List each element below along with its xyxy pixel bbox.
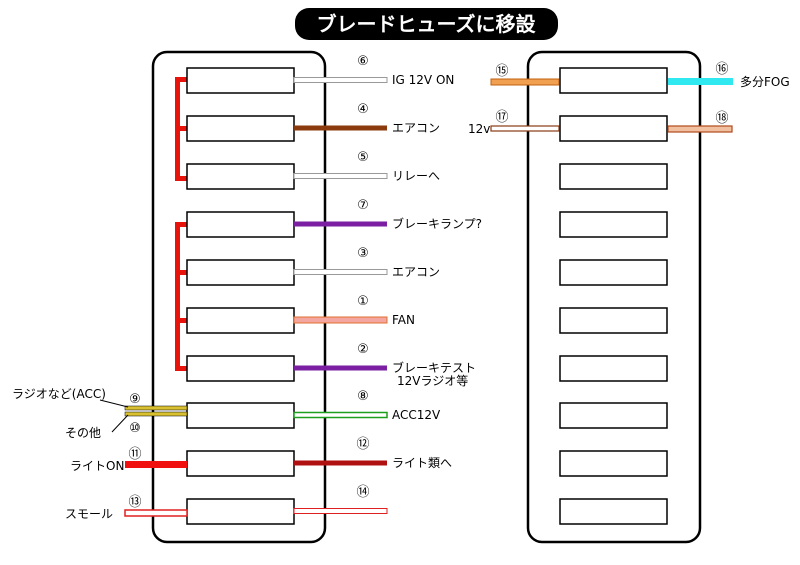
- light-on-label: ライトON: [70, 459, 124, 473]
- fuse-slot: [559, 402, 668, 429]
- fuse-number: ⑧: [357, 389, 369, 404]
- other-label: その他: [65, 426, 101, 440]
- fuse-wire: [294, 221, 387, 227]
- wire-17-number: ⑰: [495, 110, 508, 125]
- fuse-slot: [186, 163, 295, 190]
- fuse-number: ④: [357, 102, 369, 117]
- fuse-slot: [559, 163, 668, 190]
- fuse-slot: [559, 307, 668, 334]
- wire-18: [667, 125, 733, 133]
- fuse-wire: [294, 365, 387, 371]
- fuse-label-secondary: 12Vラジオ等: [397, 374, 468, 388]
- fuse-slot: [186, 498, 295, 525]
- fuse-wire: [293, 269, 388, 275]
- wire-15: [490, 78, 560, 86]
- fuse-wire: [293, 508, 388, 514]
- fuse-slot: [186, 115, 295, 142]
- light-on-number: ⑪: [128, 447, 141, 462]
- fuse-number: ⑥: [357, 54, 369, 69]
- fuse-slot: [559, 67, 668, 94]
- fuse-label: FAN: [392, 313, 415, 327]
- fuse-slot: [186, 402, 295, 429]
- fuse-slot: [559, 355, 668, 382]
- fuse-label: ブレーキランプ?: [392, 216, 482, 231]
- wire-16-label: 多分FOG: [740, 75, 790, 89]
- fuse-label: リレーへ: [392, 169, 440, 183]
- fuse-label: ブレーキテスト: [392, 360, 476, 375]
- fuse-slot: [186, 450, 295, 477]
- fuse-slot: [186, 67, 295, 94]
- fuse-slot: [559, 498, 668, 525]
- fuse-number: ⑦: [357, 198, 369, 213]
- fuse-slot: [186, 211, 295, 238]
- light-on-wire: [125, 461, 187, 468]
- red-bus-upper: [175, 77, 187, 181]
- fuse-slot: [186, 355, 295, 382]
- fuse-number: ⑭: [356, 485, 369, 500]
- acc-input-wires: [99, 399, 188, 433]
- fuse-slot: [559, 259, 668, 286]
- radio-acc-label: ラジオなど(ACC): [12, 387, 106, 401]
- wire-18-number: ⑱: [715, 111, 728, 126]
- fuse-number: ②: [357, 342, 369, 357]
- fuse-wire: [294, 460, 387, 466]
- fuse-slot: [559, 450, 668, 477]
- fuse-label: エアコン: [392, 265, 440, 279]
- fuse-number: ①: [357, 294, 369, 309]
- fuse-wire: [293, 316, 388, 324]
- fuse-wire: [294, 125, 387, 131]
- fuse-label: エアコン: [392, 121, 440, 135]
- red-bus-lower: [175, 222, 187, 371]
- wire-17-label: 12v: [468, 122, 490, 136]
- wire-15-number: ⑮: [495, 64, 508, 79]
- fuse-wire: [293, 411, 388, 419]
- radio-acc-number: ⑨: [129, 392, 141, 407]
- fuse-label: ライト類へ: [392, 456, 452, 470]
- fuse-wire: [293, 77, 388, 83]
- small-number: ⑬: [128, 495, 141, 510]
- fuse-slot: [559, 211, 668, 238]
- title-badge: [295, 8, 558, 40]
- other-number: ⑩: [129, 421, 141, 436]
- page-title: ブレードヒューズに移設: [317, 12, 537, 36]
- fuse-label: IG 12V ON: [392, 73, 454, 87]
- wire-16: [668, 78, 733, 85]
- fuse-number: ③: [357, 246, 369, 261]
- fuse-number: ⑤: [357, 150, 369, 165]
- wire-17: [490, 125, 560, 132]
- small-label: スモール: [65, 507, 113, 521]
- fuse-wire: [293, 173, 388, 179]
- fuse-number: ⑫: [356, 437, 369, 452]
- fuse-slot: [186, 307, 295, 334]
- wire-16-number: ⑯: [715, 62, 728, 77]
- fuse-slot: [559, 115, 668, 142]
- fuse-label: ACC12V: [392, 408, 441, 422]
- small-wire: [124, 509, 188, 517]
- fuse-slot: [186, 259, 295, 286]
